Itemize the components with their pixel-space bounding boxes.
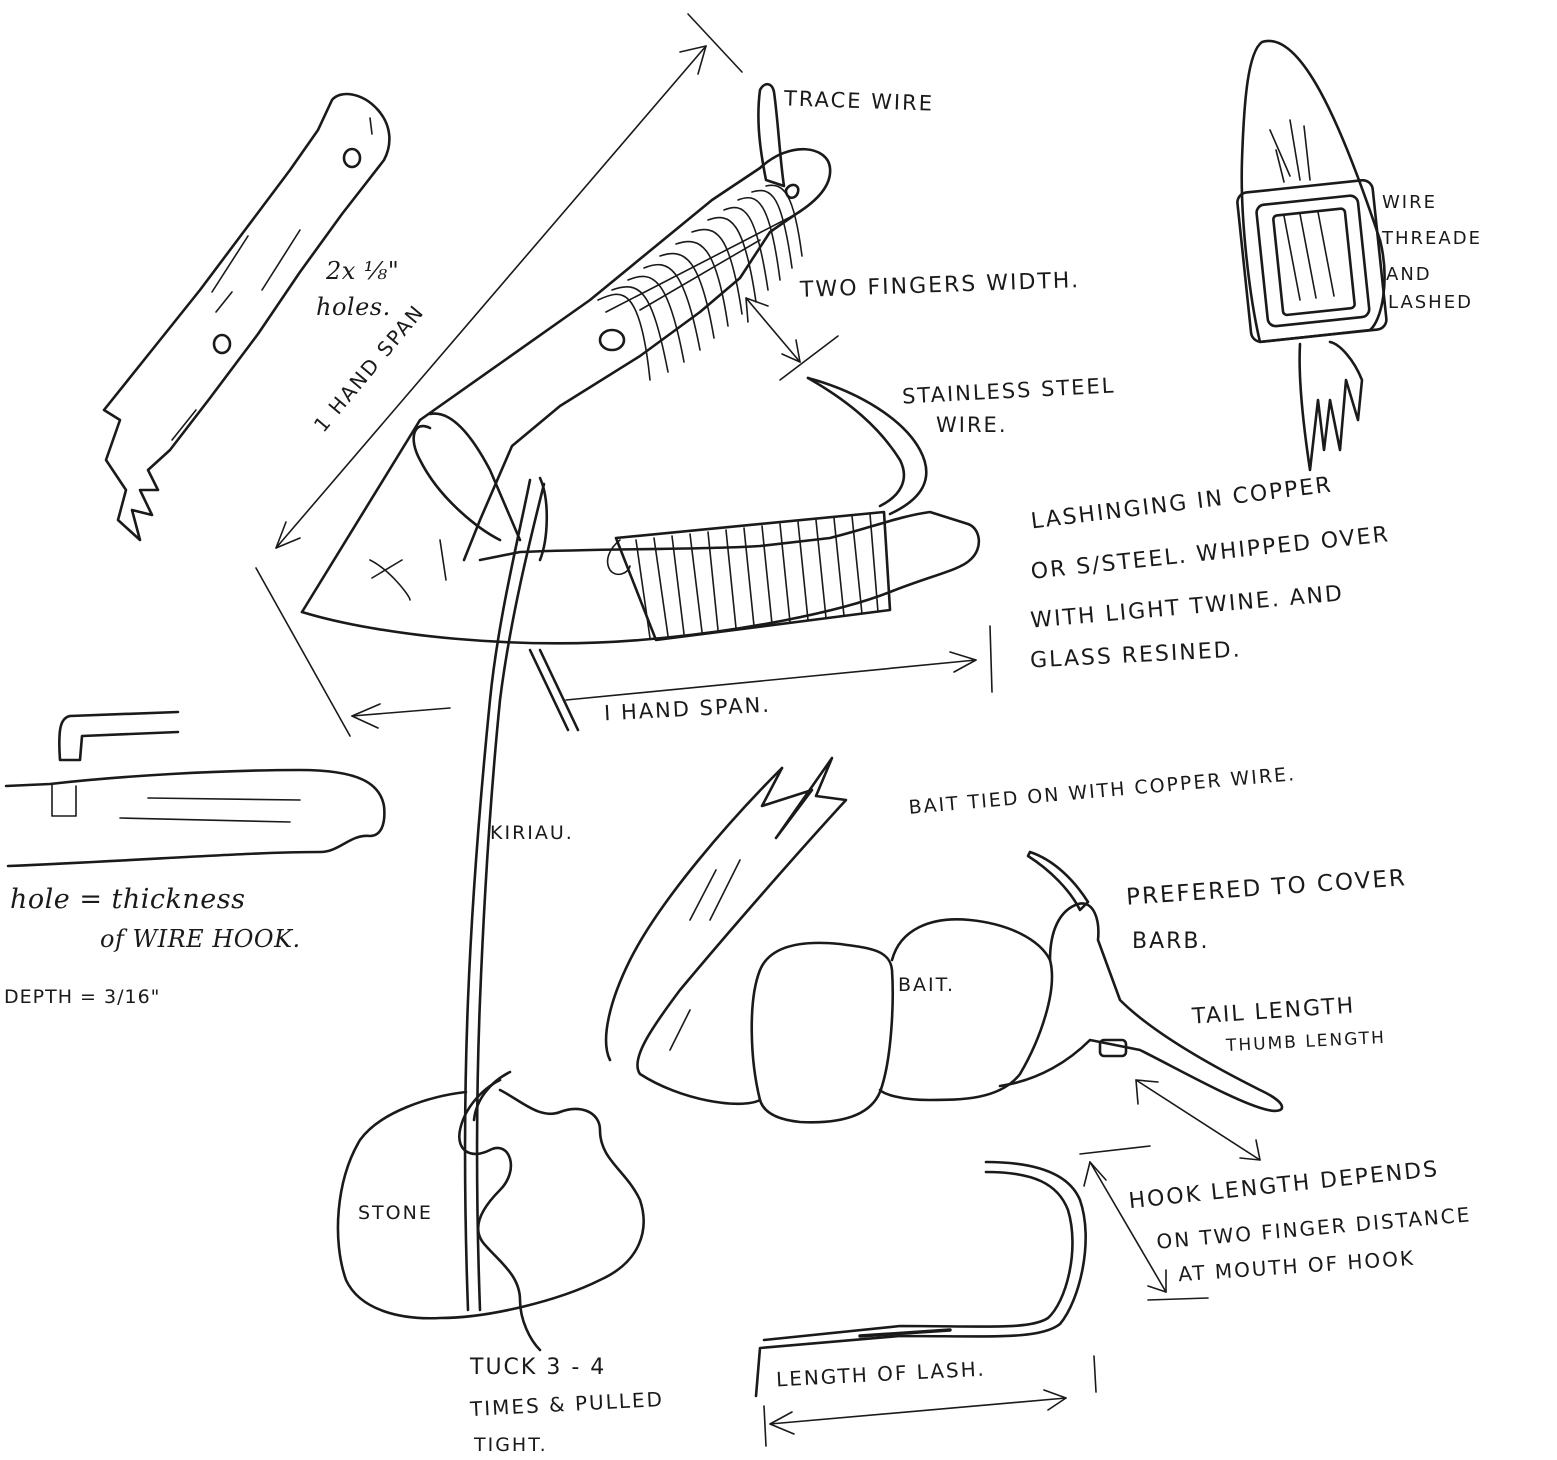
two-fingers-dimension	[746, 298, 838, 380]
label-stone: STONE	[358, 1200, 433, 1228]
label-kiriau: KIRIAU.	[490, 820, 574, 848]
label-hole-note-1: hole = thickness	[10, 880, 245, 919]
label-depth: DEPTH = 3/16"	[4, 984, 160, 1012]
label-holes-1: 2x ⅛"	[326, 254, 399, 289]
label-wire-threaded-3: AND	[1386, 262, 1432, 288]
label-bait: BAIT.	[898, 972, 955, 1000]
trace-wire-loop	[758, 84, 784, 186]
label-prefered-2: BARB.	[1132, 926, 1210, 958]
wire-hook-side-view	[6, 712, 384, 866]
label-wire-threaded-1: WIRE	[1382, 190, 1437, 216]
label-wire-threaded-2: THREADE	[1382, 226, 1482, 252]
label-wire-threaded-4: LASHED	[1388, 290, 1473, 316]
hole-upper-icon	[344, 149, 360, 167]
label-hole-note-2: of WIRE HOOK.	[100, 922, 301, 957]
label-tuck-1: TUCK 3 - 4	[470, 1352, 606, 1384]
hole-lower-icon	[214, 335, 230, 353]
label-tuck-3: TIGHT.	[474, 1432, 548, 1460]
main-hook-assembly	[302, 84, 979, 643]
wire-threaded-detail	[1236, 41, 1387, 470]
label-stainless-steel-2: WIRE.	[936, 410, 1008, 440]
label-holes-2: holes.	[316, 290, 391, 325]
tail-length-dimension	[1136, 1080, 1260, 1160]
kiriau-line	[465, 478, 578, 1310]
label-trace-wire: TRACE WIRE	[784, 83, 935, 119]
